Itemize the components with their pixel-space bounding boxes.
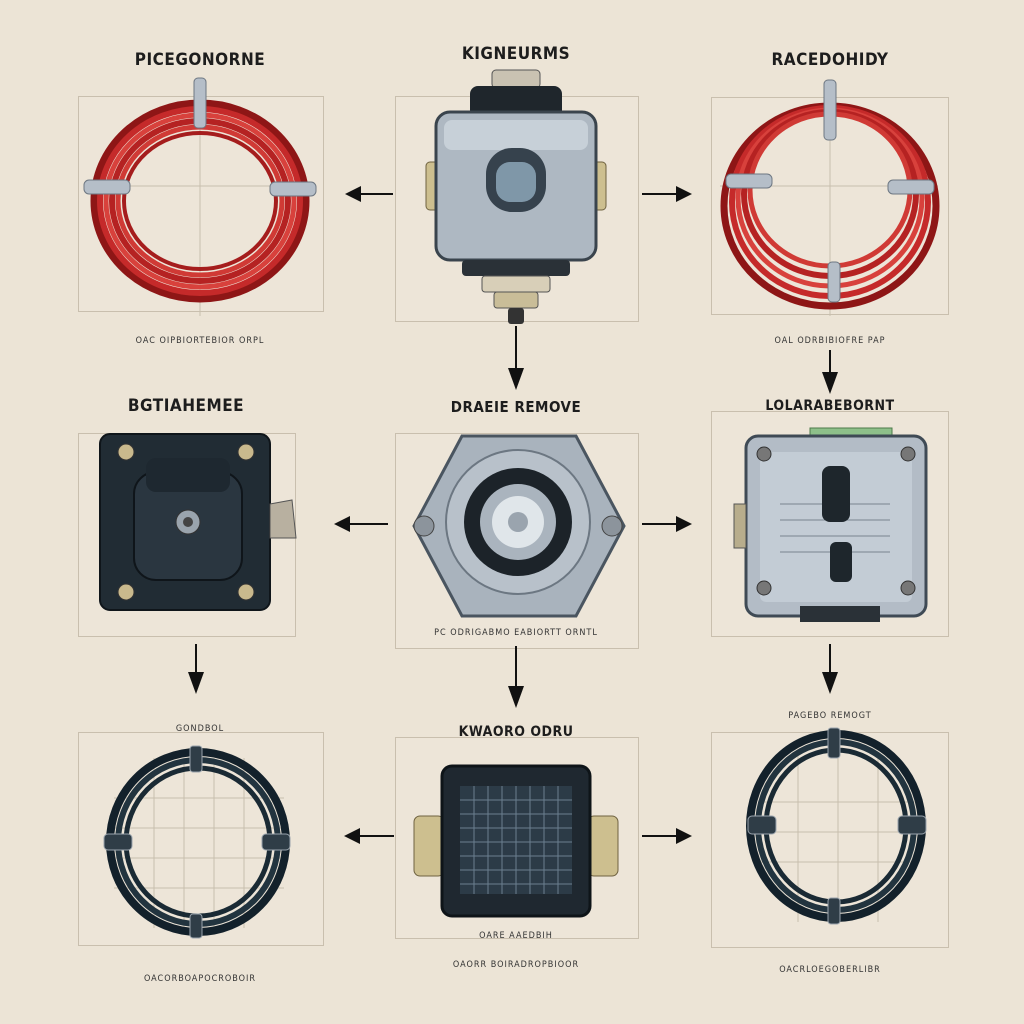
top-right-caption: OAL ODRBIBIOFRE PAP — [774, 336, 886, 346]
black-cable-coil-icon-right — [746, 727, 927, 925]
red-cable-coil-icon — [83, 77, 317, 316]
arrow-down-icon — [822, 644, 838, 694]
mid-left-title: BGTIAHEMEE — [127, 396, 245, 416]
bottom-center-title: KWAORO ODRU — [458, 724, 574, 740]
arrow-right-icon — [642, 516, 692, 532]
top-left-caption: OAC OIPBIORTEBIOR ORPL — [135, 336, 265, 346]
bottom-right-title: PAGEBO REMOGT — [788, 711, 872, 721]
red-cable-coil-icon-right — [720, 79, 940, 316]
arrow-left-icon — [345, 186, 393, 202]
bottom-left-footer: OACORBOAPOCROBOIR — [143, 974, 257, 984]
arrow-right-icon — [642, 186, 692, 202]
bottom-center-footer: OAORR BOIRADROPBIOOR — [452, 960, 580, 970]
arrow-left-icon — [344, 828, 394, 844]
top-left-title: PICEGONORNE — [134, 50, 266, 70]
grille-adapter-icon — [413, 764, 619, 918]
arrow-down-icon — [822, 350, 838, 394]
cable-connector-icon — [425, 69, 607, 324]
mid-right-title: LOLARABEBORNT — [765, 398, 895, 414]
black-cable-coil-icon — [103, 745, 291, 939]
bottom-right-footer: OACRLOEGOBERLIBR — [779, 965, 881, 975]
mid-center-title: DRAEIE REMOVE — [450, 398, 582, 416]
top-center-title: KIGNEURMS — [461, 44, 571, 64]
arrow-right-icon — [642, 828, 692, 844]
bottom-left-title: GONDBOL — [175, 724, 225, 734]
arrow-down-icon — [188, 644, 204, 694]
mounting-bracket-icon — [99, 433, 297, 611]
top-right-title: RACEDOHIDY — [771, 50, 889, 70]
arrow-left-icon — [334, 516, 388, 532]
junction-box-icon — [733, 427, 928, 622]
mid-center-caption: PC ODRIGABMO EABIORTT ORNTL — [434, 628, 598, 638]
bottom-center-caption: OARE AAEDBIH — [479, 931, 553, 941]
arrow-down-icon — [508, 326, 524, 390]
round-connector-icon — [412, 434, 626, 618]
arrow-down-icon — [508, 646, 524, 708]
